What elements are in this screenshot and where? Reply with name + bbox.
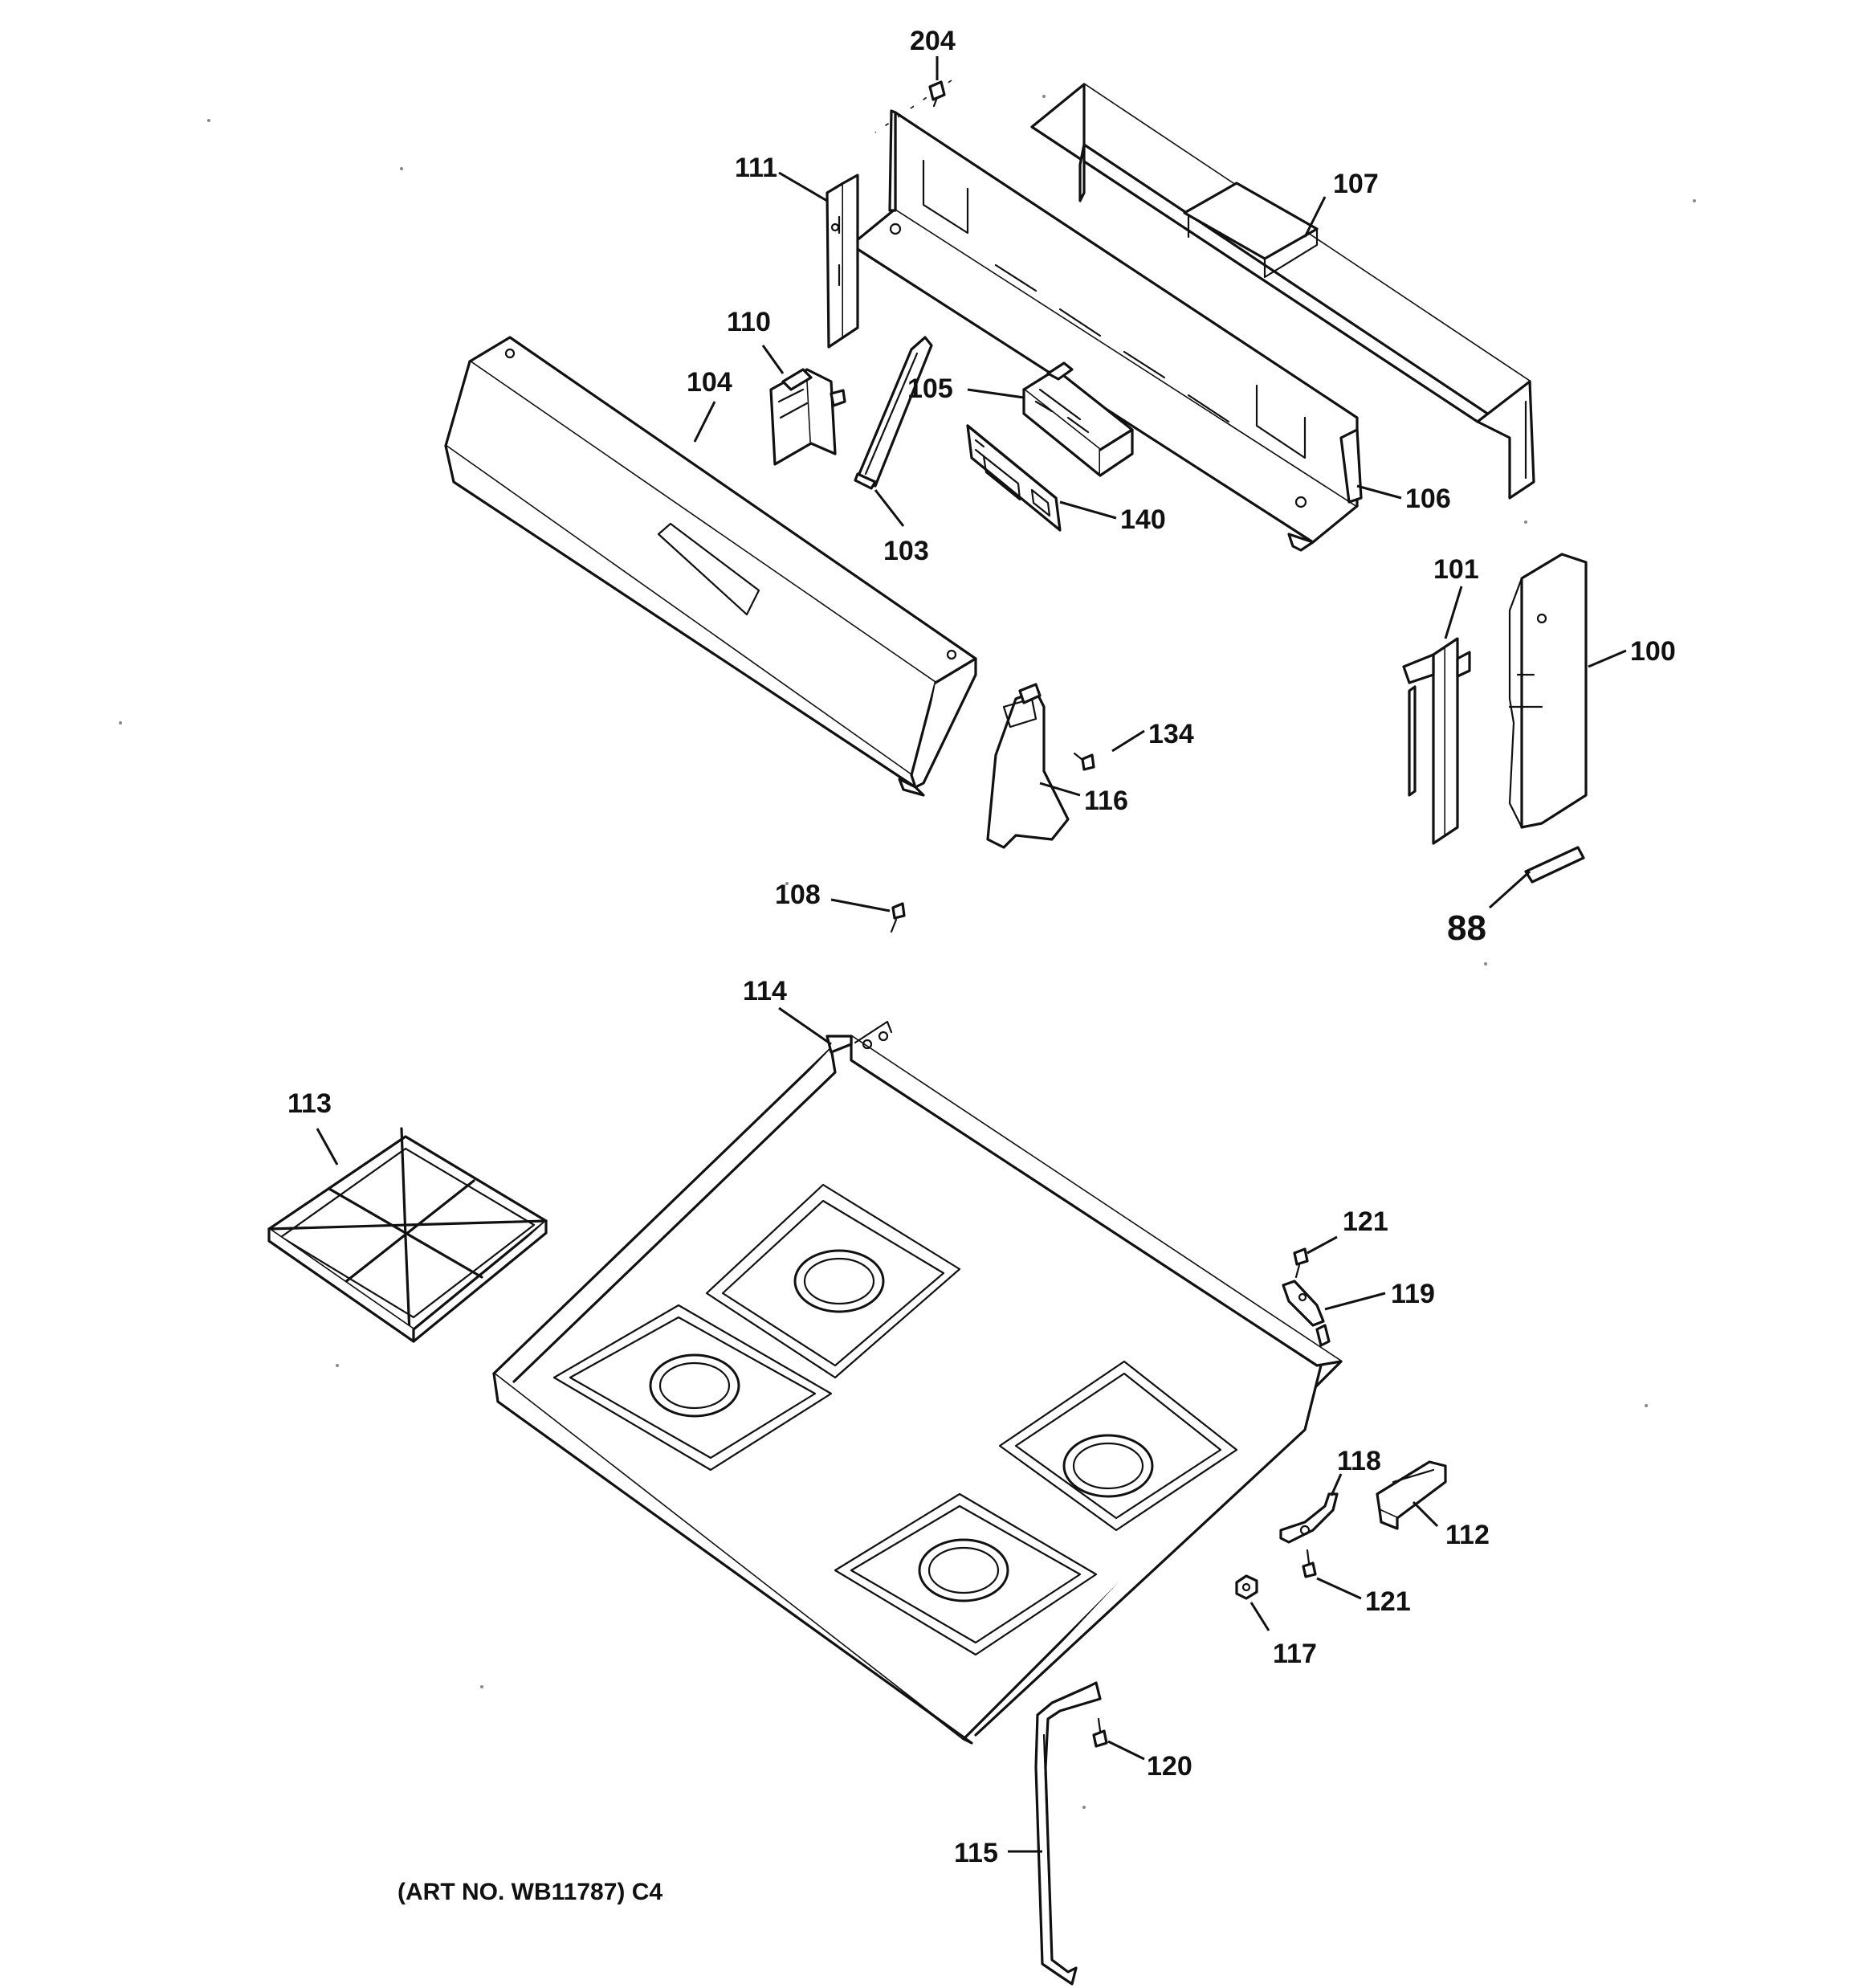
label-107: 107 [1333,169,1379,199]
label-115: 115 [954,1838,998,1868]
label-118: 118 [1337,1446,1381,1476]
part-134-screw [1073,752,1095,771]
label-111: 111 [735,153,777,183]
part-100-side-trim [1508,553,1588,829]
callout-labels: 204 111 107 110 104 105 106 140 103 101 … [287,26,1676,1868]
part-204-screw [928,80,946,108]
label-103: 103 [883,536,929,566]
label-106: 106 [1405,484,1451,514]
part-105-control [1022,361,1134,477]
part-115-rod [1034,1681,1102,1986]
label-101: 101 [1433,554,1479,585]
scan-specks [119,95,1696,1809]
label-204: 204 [910,26,956,56]
label-119: 119 [1391,1279,1435,1309]
part-101-bracket [1402,637,1471,845]
label-110: 110 [727,307,771,337]
label-121-lower: 121 [1365,1586,1411,1617]
part-119-bracket [1282,1280,1331,1347]
part-103-brace [854,336,933,490]
label-113: 113 [287,1088,332,1119]
part-110-module [769,368,846,466]
part-104-control-panel [444,336,977,797]
part-140-overlay [966,424,1062,532]
label-100: 100 [1630,636,1676,667]
part-114-cooktop [492,1020,1343,1745]
label-108: 108 [775,880,821,910]
label-88: 88 [1447,908,1486,948]
label-112: 112 [1445,1520,1490,1550]
part-121-screw-lower [1302,1549,1317,1578]
leader-lines [316,56,1627,1853]
art-number: (ART NO. WB11787) C4 [397,1879,662,1905]
part-107-rear-cover [1030,83,1535,500]
part-112-latch [1376,1460,1447,1530]
part-106-backguard [850,109,1363,552]
part-116-endcap [986,683,1070,849]
part-121-screw-upper [1293,1247,1309,1279]
label-120: 120 [1147,1751,1192,1782]
part-113-grate [267,1127,548,1343]
label-104: 104 [687,367,732,398]
part-108-screw [890,902,906,933]
part-88-pad [1524,846,1585,884]
part-111-bracket [826,173,859,349]
label-114: 114 [743,976,787,1006]
label-116: 116 [1084,786,1128,816]
part-120-screw [1092,1717,1108,1748]
label-117: 117 [1273,1639,1317,1669]
part-118-bracket [1279,1492,1339,1544]
label-134: 134 [1148,719,1194,749]
label-121-upper: 121 [1343,1206,1388,1237]
label-140: 140 [1120,504,1166,535]
part-117-nut [1235,1574,1258,1600]
label-105: 105 [907,374,953,404]
